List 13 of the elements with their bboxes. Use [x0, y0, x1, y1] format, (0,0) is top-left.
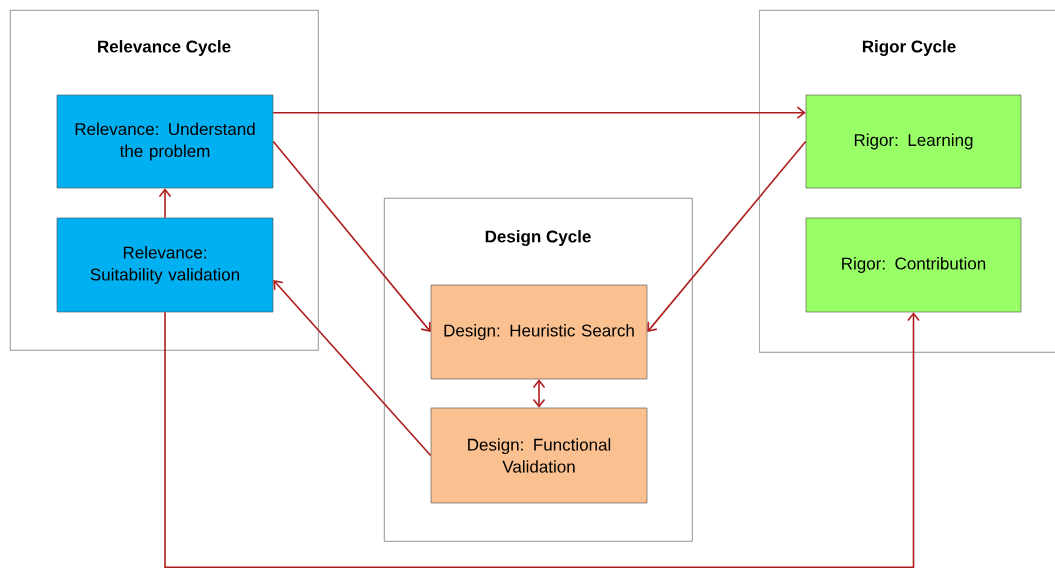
- process-box: Design: Functional Validation: [430, 407, 648, 504]
- arrow: [272, 106, 806, 119]
- process-box: Relevance: Suitability validation: [56, 217, 274, 313]
- arrow: [272, 140, 431, 332]
- process-box: Relevance: Understand the problem: [56, 94, 274, 189]
- arrow: [647, 140, 807, 332]
- process-box: Rigor: Learning: [805, 94, 1022, 189]
- arrow: [158, 188, 172, 219]
- process-box: Rigor: Contribution: [805, 217, 1022, 313]
- arrow: [164, 311, 920, 569]
- process-box: Design: Heuristic Search: [430, 284, 648, 380]
- arrow: [273, 280, 432, 457]
- arrow: [532, 379, 546, 408]
